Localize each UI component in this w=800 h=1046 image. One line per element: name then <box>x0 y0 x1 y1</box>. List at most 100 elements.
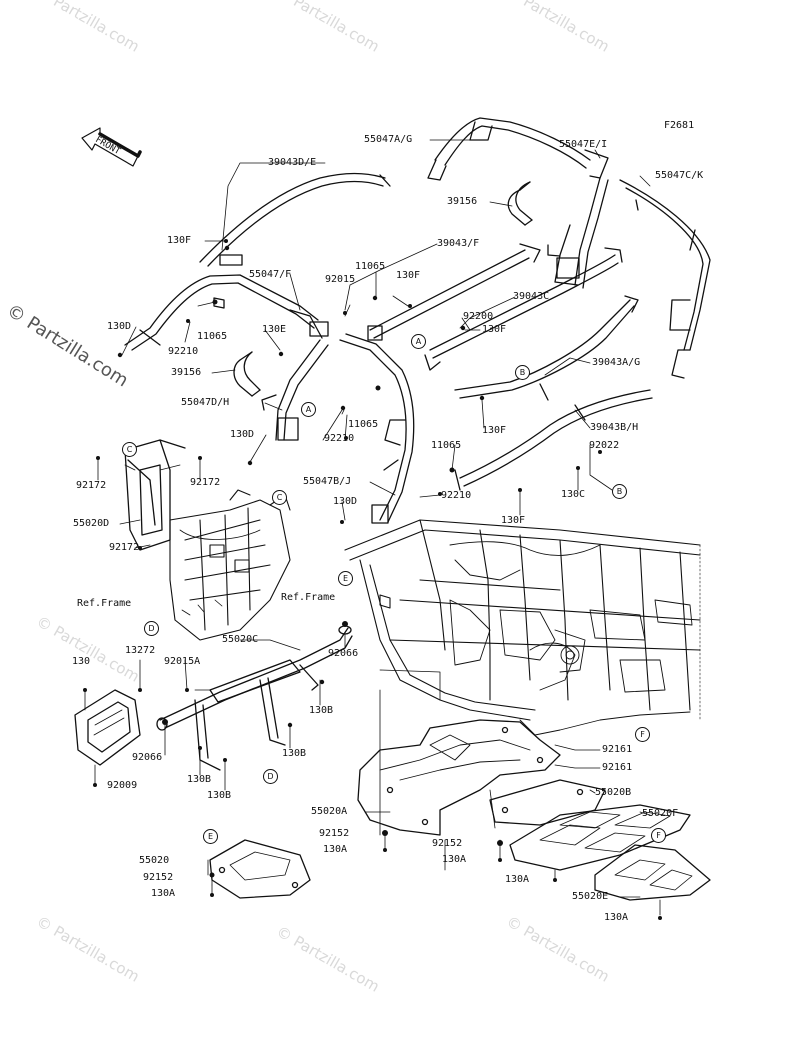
hose-39156-lower <box>233 351 261 397</box>
ref-frame-label: Ref.Frame <box>281 592 336 603</box>
part-label: 130A <box>442 854 467 865</box>
part-label: 55047/F <box>249 269 292 280</box>
part-label: 92200 <box>463 311 494 322</box>
part-label: 55047B/J <box>303 476 352 487</box>
callout-c: C <box>122 442 137 457</box>
rail-55047F <box>124 274 329 351</box>
pillar-55047D <box>261 309 329 441</box>
part-label: 130A <box>505 874 530 885</box>
part-label: 39043D/E <box>268 157 317 168</box>
part-label: 92152 <box>143 872 174 883</box>
callout-b: B <box>515 365 530 380</box>
part-label: 92161 <box>602 762 633 773</box>
part-label: 39043/F <box>437 238 480 249</box>
bar-39043F <box>367 243 541 341</box>
roll-bar-39043D <box>199 172 391 267</box>
callout-b: B <box>612 484 627 499</box>
part-label: 55020B <box>595 787 632 798</box>
front-frame-section <box>169 489 291 641</box>
part-label: 130D <box>107 321 132 332</box>
part-label: 92210 <box>441 490 472 501</box>
callout-e: E <box>338 571 353 586</box>
callout-f: F <box>651 828 666 843</box>
part-label: 130F <box>482 324 507 335</box>
part-label: 130A <box>604 912 629 923</box>
ref-frame-label: Ref.Frame <box>77 598 132 609</box>
front-arrow-icon <box>81 127 142 167</box>
part-label: 92210 <box>324 433 355 444</box>
bracket-55020D <box>124 439 186 551</box>
part-label: 11065 <box>348 419 379 430</box>
part-label: 130F <box>501 515 526 526</box>
part-label: 130A <box>151 888 176 899</box>
part-label: 11065 <box>355 261 386 272</box>
part-label: 39043B/H <box>590 422 639 433</box>
part-label: 92161 <box>602 744 633 755</box>
part-label: 11065 <box>431 440 462 451</box>
part-label: 11065 <box>197 331 228 342</box>
part-label: 55020E <box>572 891 609 902</box>
callout-a: A <box>301 402 316 417</box>
part-label: 92152 <box>432 838 463 849</box>
part-label: 92022 <box>589 440 620 451</box>
part-label: 130F <box>396 270 421 281</box>
callout-d: D <box>144 621 159 636</box>
figure-code: F2681 <box>664 120 695 131</box>
bar-39043C <box>424 247 623 371</box>
part-label: 39156 <box>171 367 202 378</box>
main-frame <box>344 519 701 736</box>
part-label: 13272 <box>125 645 156 656</box>
part-label: 55020A <box>311 806 348 817</box>
part-label: 55047D/H <box>181 397 230 408</box>
part-label: 55020 <box>139 855 170 866</box>
part-label: 55047C/K <box>655 170 704 181</box>
part-label: 55020C <box>222 634 259 645</box>
bar-39043B <box>454 389 653 491</box>
roll-cage-55047A <box>427 117 609 289</box>
part-label: 39043A/G <box>592 357 641 368</box>
part-label: 130B <box>207 790 232 801</box>
part-label: 130F <box>167 235 192 246</box>
part-label: 92066 <box>132 752 163 763</box>
part-label: 92172 <box>76 480 107 491</box>
leader-lines <box>84 139 661 916</box>
hose-39156-upper <box>507 181 533 226</box>
part-label: 92172 <box>109 542 140 553</box>
callout-a: A <box>411 334 426 349</box>
part-label: 55047A/G <box>364 134 413 145</box>
fastener-dots <box>83 239 662 920</box>
part-label: 39156 <box>447 196 478 207</box>
part-label: 92015 <box>325 274 356 285</box>
part-label: 130D <box>333 496 358 507</box>
part-label: 92015A <box>164 656 201 667</box>
part-label: 130A <box>323 844 348 855</box>
part-label: 92172 <box>190 477 221 488</box>
part-label: 92152 <box>319 828 350 839</box>
bar-39043A <box>454 295 639 401</box>
part-label: 130E <box>262 324 287 335</box>
skid-plate-55020F <box>509 804 691 871</box>
part-label: 92210 <box>168 346 199 357</box>
part-label: 130F <box>482 425 507 436</box>
part-label: 130 <box>72 656 91 667</box>
skid-plate-55020A <box>357 719 561 836</box>
skid-plate-55020E <box>594 844 711 901</box>
callout-c: C <box>272 490 287 505</box>
skid-plate-55020 <box>209 839 311 899</box>
part-label: 55047E/I <box>559 139 608 150</box>
callout-d: D <box>263 769 278 784</box>
part-label: 130B <box>187 774 212 785</box>
skid-plate-55020B <box>489 779 606 826</box>
skid-plate-13272 <box>74 689 141 766</box>
part-label: 130D <box>230 429 255 440</box>
part-label: 130B <box>282 748 307 759</box>
part-label: 130C <box>561 489 586 500</box>
part-label: 55020D <box>73 518 110 529</box>
pillar-55047B <box>339 333 415 524</box>
part-label: 92009 <box>107 780 138 791</box>
callout-e: E <box>203 829 218 844</box>
part-label: 39043C <box>513 291 550 302</box>
part-label: 130B <box>309 705 334 716</box>
